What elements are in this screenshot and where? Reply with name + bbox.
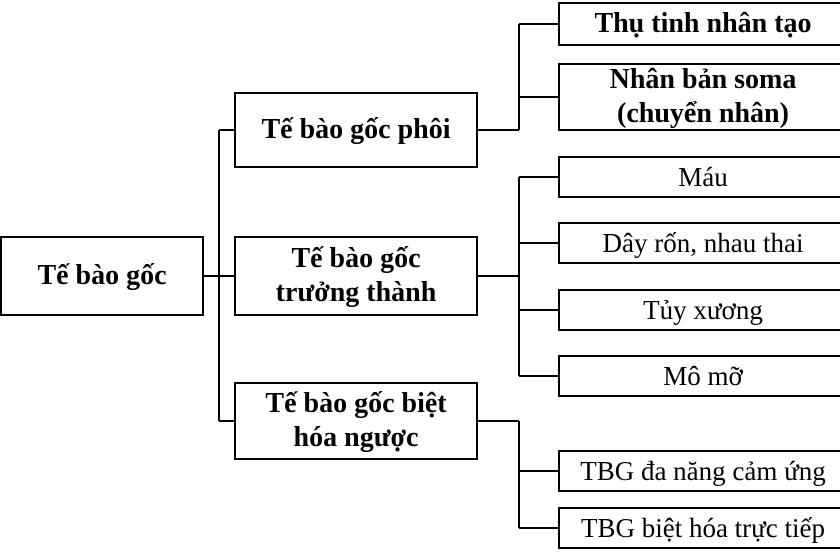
leaf-node-label: Thụ tinh nhân tạo [594, 7, 812, 39]
leaf-node: Dây rốn, nhau thai [558, 222, 840, 264]
leaf-node-label: TBG đa năng cảm ứng [580, 455, 826, 486]
branch-node-adult: Tế bào gốc trưởng thành [234, 236, 478, 316]
branch-node-embryonic: Tế bào gốc phôi [234, 92, 478, 168]
leaf-node-label: TBG biệt hóa trực tiếp [580, 512, 826, 543]
leaf-node: TBG biệt hóa trực tiếp [558, 507, 840, 549]
leaf-node: Thụ tinh nhân tạo [558, 2, 840, 46]
leaf-node: Tủy xương [558, 289, 840, 331]
branch-node-label: Tế bào gốc biệt hóa ngược [265, 387, 447, 453]
branch-node-dedifferentiated: Tế bào gốc biệt hóa ngược [234, 382, 478, 460]
leaf-node-label: Nhân bản soma (chuyển nhân) [609, 63, 797, 129]
leaf-node-label: Mô mỡ [663, 360, 743, 391]
branch-node-label: Tế bào gốc trưởng thành [275, 242, 437, 308]
root-node-label: Tế bào gốc [37, 259, 167, 291]
root-node: Tế bào gốc [0, 236, 204, 316]
leaf-node: TBG đa năng cảm ứng [558, 450, 840, 492]
leaf-node: Nhân bản soma (chuyển nhân) [558, 63, 840, 131]
leaf-node-label: Tủy xương [643, 294, 763, 325]
leaf-node: Máu [558, 156, 840, 198]
leaf-node: Mô mỡ [558, 355, 840, 397]
leaf-node-label: Dây rốn, nhau thai [602, 227, 804, 258]
branch-node-label: Tế bào gốc phôi [261, 113, 451, 145]
leaf-node-label: Máu [678, 161, 728, 192]
